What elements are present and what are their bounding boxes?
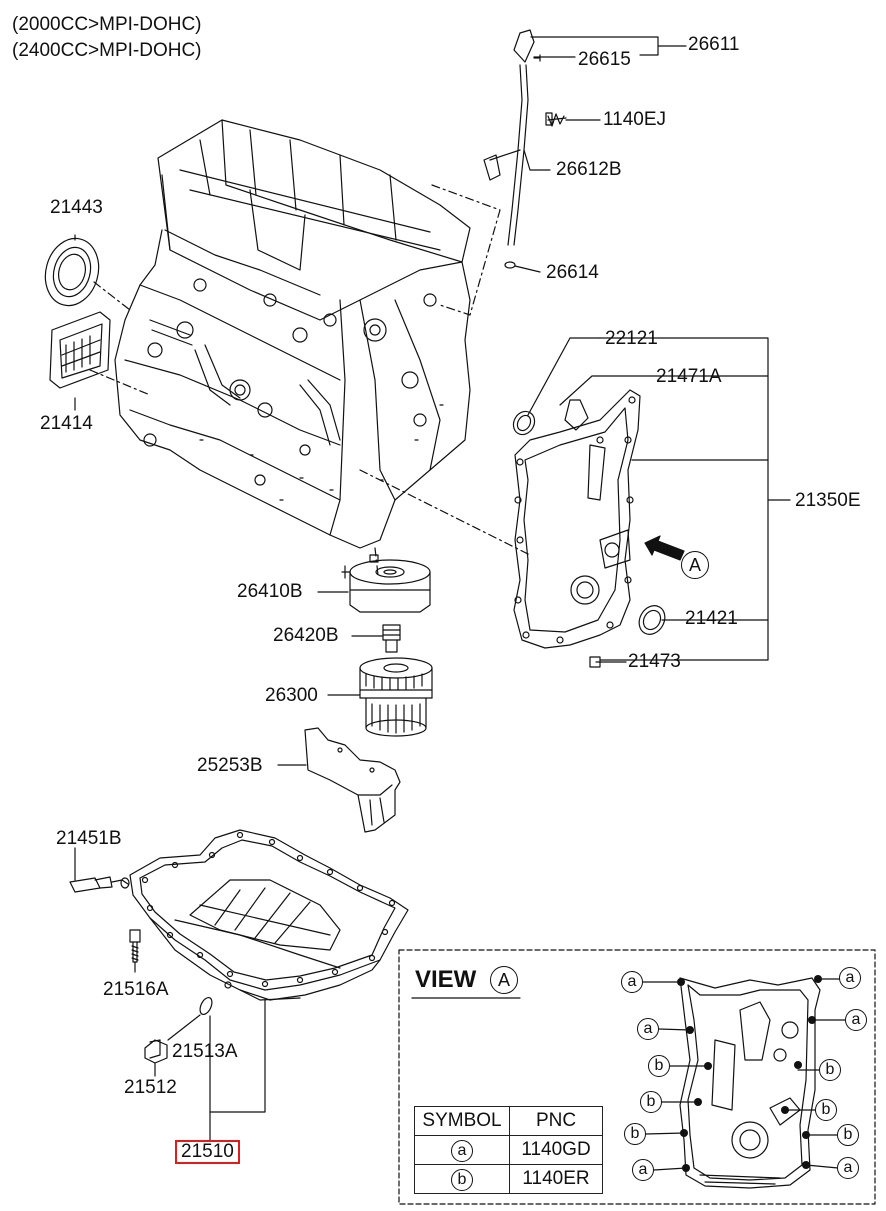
leader-lines <box>74 36 791 1141</box>
oil-level-sensor-drawing <box>69 876 130 893</box>
symbol-header: SYMBOL <box>414 1106 510 1136</box>
bracket-drawing <box>304 727 401 833</box>
pan-bolt-drawing <box>129 929 141 963</box>
callout-b: b <box>648 1055 670 1077</box>
part-label-21414[interactable]: 21414 <box>40 413 93 434</box>
callout-a: a <box>621 971 643 993</box>
baffle-plate-drawing <box>49 311 111 389</box>
part-label-21421[interactable]: 21421 <box>685 608 738 629</box>
callout-b: b <box>837 1124 859 1146</box>
part-label-21512[interactable]: 21512 <box>124 1077 177 1098</box>
part-label-25253B[interactable]: 25253B <box>197 755 263 776</box>
part-label-1140EJ[interactable]: 1140EJ <box>603 109 667 130</box>
filter-fitting-drawing <box>382 624 401 653</box>
engine-spec-line-2: (2400CC>MPI-DOHC) <box>12 40 202 61</box>
view-a-bolt-dots <box>677 975 822 1172</box>
pnc-value: 1140GD <box>509 1135 603 1165</box>
pnc-value: 1140ER <box>509 1164 603 1194</box>
symbol-a: a <box>451 1139 473 1162</box>
engine-spec-line-1: (2000CC>MPI-DOHC) <box>12 14 202 35</box>
symbol-table-header: SYMBOL PNC <box>414 1106 603 1136</box>
part-label-26611[interactable]: 26611 <box>688 34 740 55</box>
rear-oil-seal-drawing <box>44 237 100 307</box>
oil-filter-housing-drawing <box>341 554 431 613</box>
part-label-26612B[interactable]: 26612B <box>556 159 622 180</box>
part-label-22121[interactable]: 22121 <box>605 328 658 349</box>
callout-a: a <box>845 1009 867 1031</box>
table-row: a 1140GD <box>414 1135 603 1165</box>
callout-a: a <box>837 1157 859 1179</box>
callout-b: b <box>624 1123 646 1145</box>
view-a-box-border <box>398 949 876 1205</box>
part-label-21451B[interactable]: 21451B <box>56 828 122 849</box>
callout-a: a <box>632 1159 654 1181</box>
view-a-title: VIEW <box>415 966 477 993</box>
symbol-b: b <box>451 1168 473 1191</box>
oil-pan-drawing <box>129 829 409 1001</box>
pnc-header: PNC <box>509 1106 603 1136</box>
view-a-callout-leaders <box>642 978 847 1171</box>
part-label-26420B[interactable]: 26420B <box>273 625 339 646</box>
part-label-26410B[interactable]: 26410B <box>237 581 303 602</box>
part-label-21513A[interactable]: 21513A <box>172 1041 238 1062</box>
table-row: b 1140ER <box>414 1164 603 1194</box>
part-label-21510-highlighted[interactable]: 21510 <box>175 1140 240 1164</box>
part-label-21471A[interactable]: 21471A <box>656 366 722 387</box>
part-label-21350E[interactable]: 21350E <box>795 490 861 511</box>
view-a-marker: A <box>681 551 709 579</box>
drain-gasket-drawing <box>199 996 213 1016</box>
part-label-26614[interactable]: 26614 <box>546 262 599 283</box>
callout-b: b <box>640 1091 662 1113</box>
part-label-21443[interactable]: 21443 <box>50 197 103 218</box>
callout-b: b <box>819 1059 841 1081</box>
part-label-26300[interactable]: 26300 <box>265 685 318 706</box>
timing-cover-drawing <box>512 389 666 668</box>
drain-plug-drawing <box>144 1039 168 1064</box>
part-label-21516A[interactable]: 21516A <box>103 979 169 1000</box>
view-a-cover-drawing <box>679 977 821 1189</box>
oil-filter-drawing <box>359 657 433 737</box>
callout-a: a <box>839 967 861 989</box>
dipstick-drawing <box>483 29 567 269</box>
callout-a: a <box>637 1018 659 1040</box>
callout-b: b <box>815 1099 837 1121</box>
view-a-title-circle: A <box>490 966 518 994</box>
engine-block-drawing <box>114 119 471 549</box>
part-label-21473[interactable]: 21473 <box>628 651 681 672</box>
symbol-table: SYMBOL PNC a 1140GD b 1140ER <box>414 1106 603 1194</box>
part-label-26615[interactable]: 26615 <box>578 49 631 70</box>
